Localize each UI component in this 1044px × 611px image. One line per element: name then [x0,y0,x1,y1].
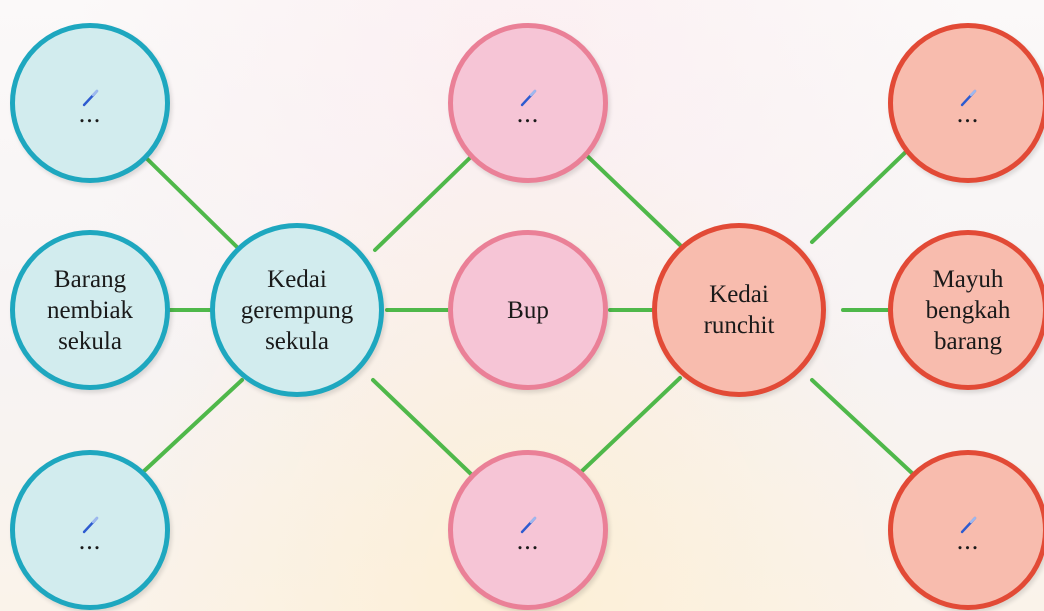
pink-top-bubble[interactable]: ... [448,23,608,183]
pencil-icon [520,516,537,534]
blank-answer-dots: ... [516,526,540,555]
connector-line [134,146,242,252]
connector-line [371,378,474,477]
teal-top-bubble[interactable]: ... [10,23,170,183]
bup-bubble: Bup [448,230,608,390]
bubble-label: Mayuh bengkah barang [925,265,1011,355]
bubble-label: Barang nembiak sekula [46,265,134,355]
bubble-label: Bup [507,296,549,324]
hub-label: Kedai gerempung sekula [240,265,354,355]
barang-nembiak-sekula-bubble: Barang nembiak sekula [10,230,170,390]
connector-line [810,143,915,244]
connector-line [579,376,682,474]
blank-answer-dots: ... [956,526,980,555]
hub-label: Kedai runchit [703,281,775,339]
pencil-icon [520,89,537,107]
kedai-gerempung-sekula-hub: Kedai gerempung sekula [210,223,384,397]
pencil-icon [960,89,977,107]
blank-answer-dots: ... [516,99,540,128]
connector-line [810,378,915,476]
connector-line [141,378,244,474]
connector-line [373,148,480,252]
pencil-icon [82,89,99,107]
mayuh-bengkah-barang-bubble: Mayuh bengkah barang [888,230,1044,390]
teal-bottom-bubble[interactable]: ... [10,450,170,610]
coral-top-bubble[interactable]: ... [888,23,1044,183]
pencil-icon [82,516,99,534]
blank-answer-dots: ... [956,99,980,128]
blank-answer-dots: ... [78,99,102,128]
pencil-icon [960,516,977,534]
pink-bottom-bubble[interactable]: ... [448,450,608,610]
kedai-runchit-hub: Kedai runchit [652,223,826,397]
connector-line [579,148,682,247]
coral-bottom-bubble[interactable]: ... [888,450,1044,610]
blank-answer-dots: ... [78,526,102,555]
